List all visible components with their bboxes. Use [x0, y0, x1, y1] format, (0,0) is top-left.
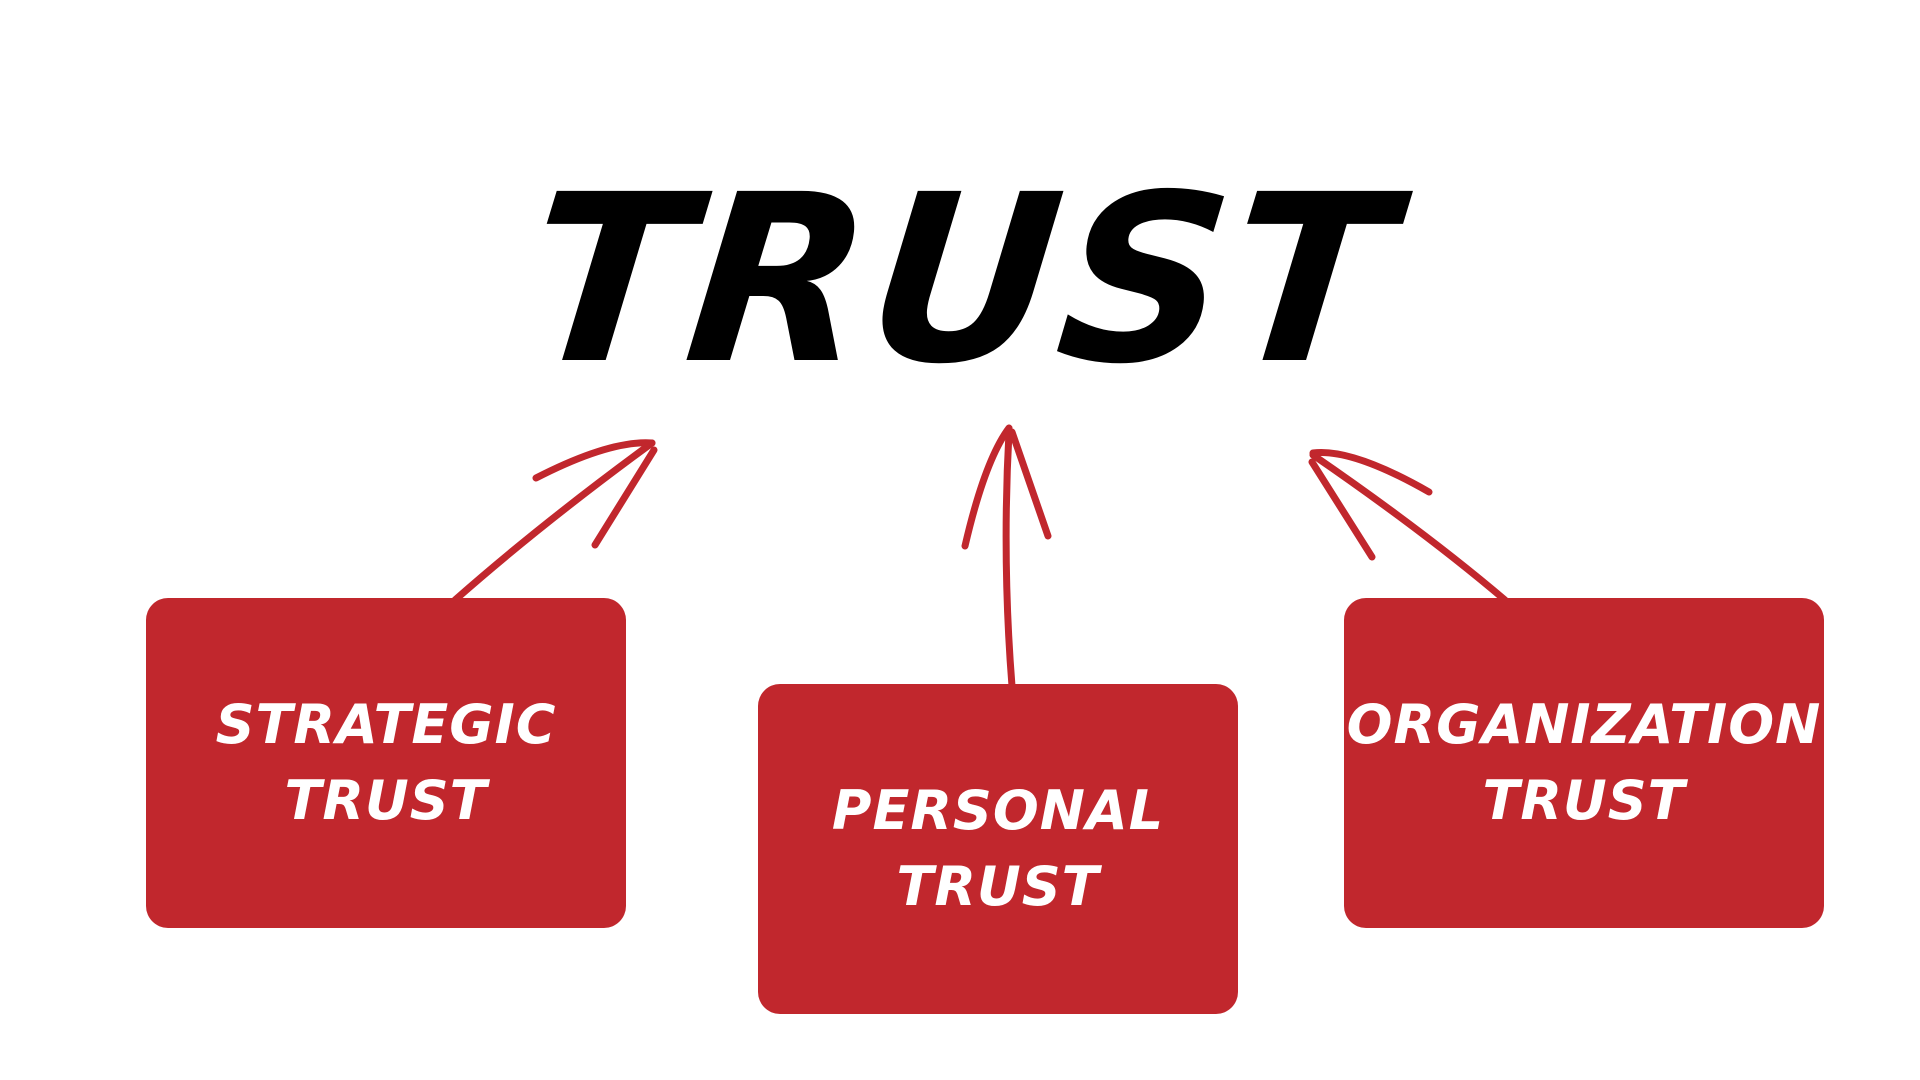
arrow-organization-to-trust: [1309, 451, 1509, 604]
arrow-strategic-head-lower: [591, 446, 658, 549]
strategic-trust-line2: TRUST: [284, 769, 488, 832]
organization-trust-line2: TRUST: [1482, 769, 1686, 832]
personal-trust-line2: TRUST: [896, 855, 1100, 918]
arrow-personal-head-right: [1008, 428, 1052, 540]
arrow-strategic-head-upper: [532, 439, 656, 482]
arrow-personal-to-trust: [1002, 428, 1016, 690]
strategic-trust-line1: STRATEGIC: [215, 693, 557, 757]
diagram-title: TRUST: [515, 145, 1405, 415]
organization-trust-box: ORGANIZATION TRUST: [1344, 598, 1824, 928]
organization-trust-line1: ORGANIZATION: [1346, 693, 1822, 757]
personal-trust-line1: PERSONAL: [831, 779, 1165, 843]
arrow-organization-head-upper: [1309, 449, 1433, 496]
strategic-trust-box: STRATEGIC TRUST: [146, 598, 626, 928]
arrow-personal-head-left: [961, 424, 1013, 550]
personal-trust-box: PERSONAL TRUST: [758, 684, 1238, 1014]
arrow-strategic-to-trust: [451, 439, 656, 604]
arrow-organization-head-lower: [1308, 458, 1376, 561]
